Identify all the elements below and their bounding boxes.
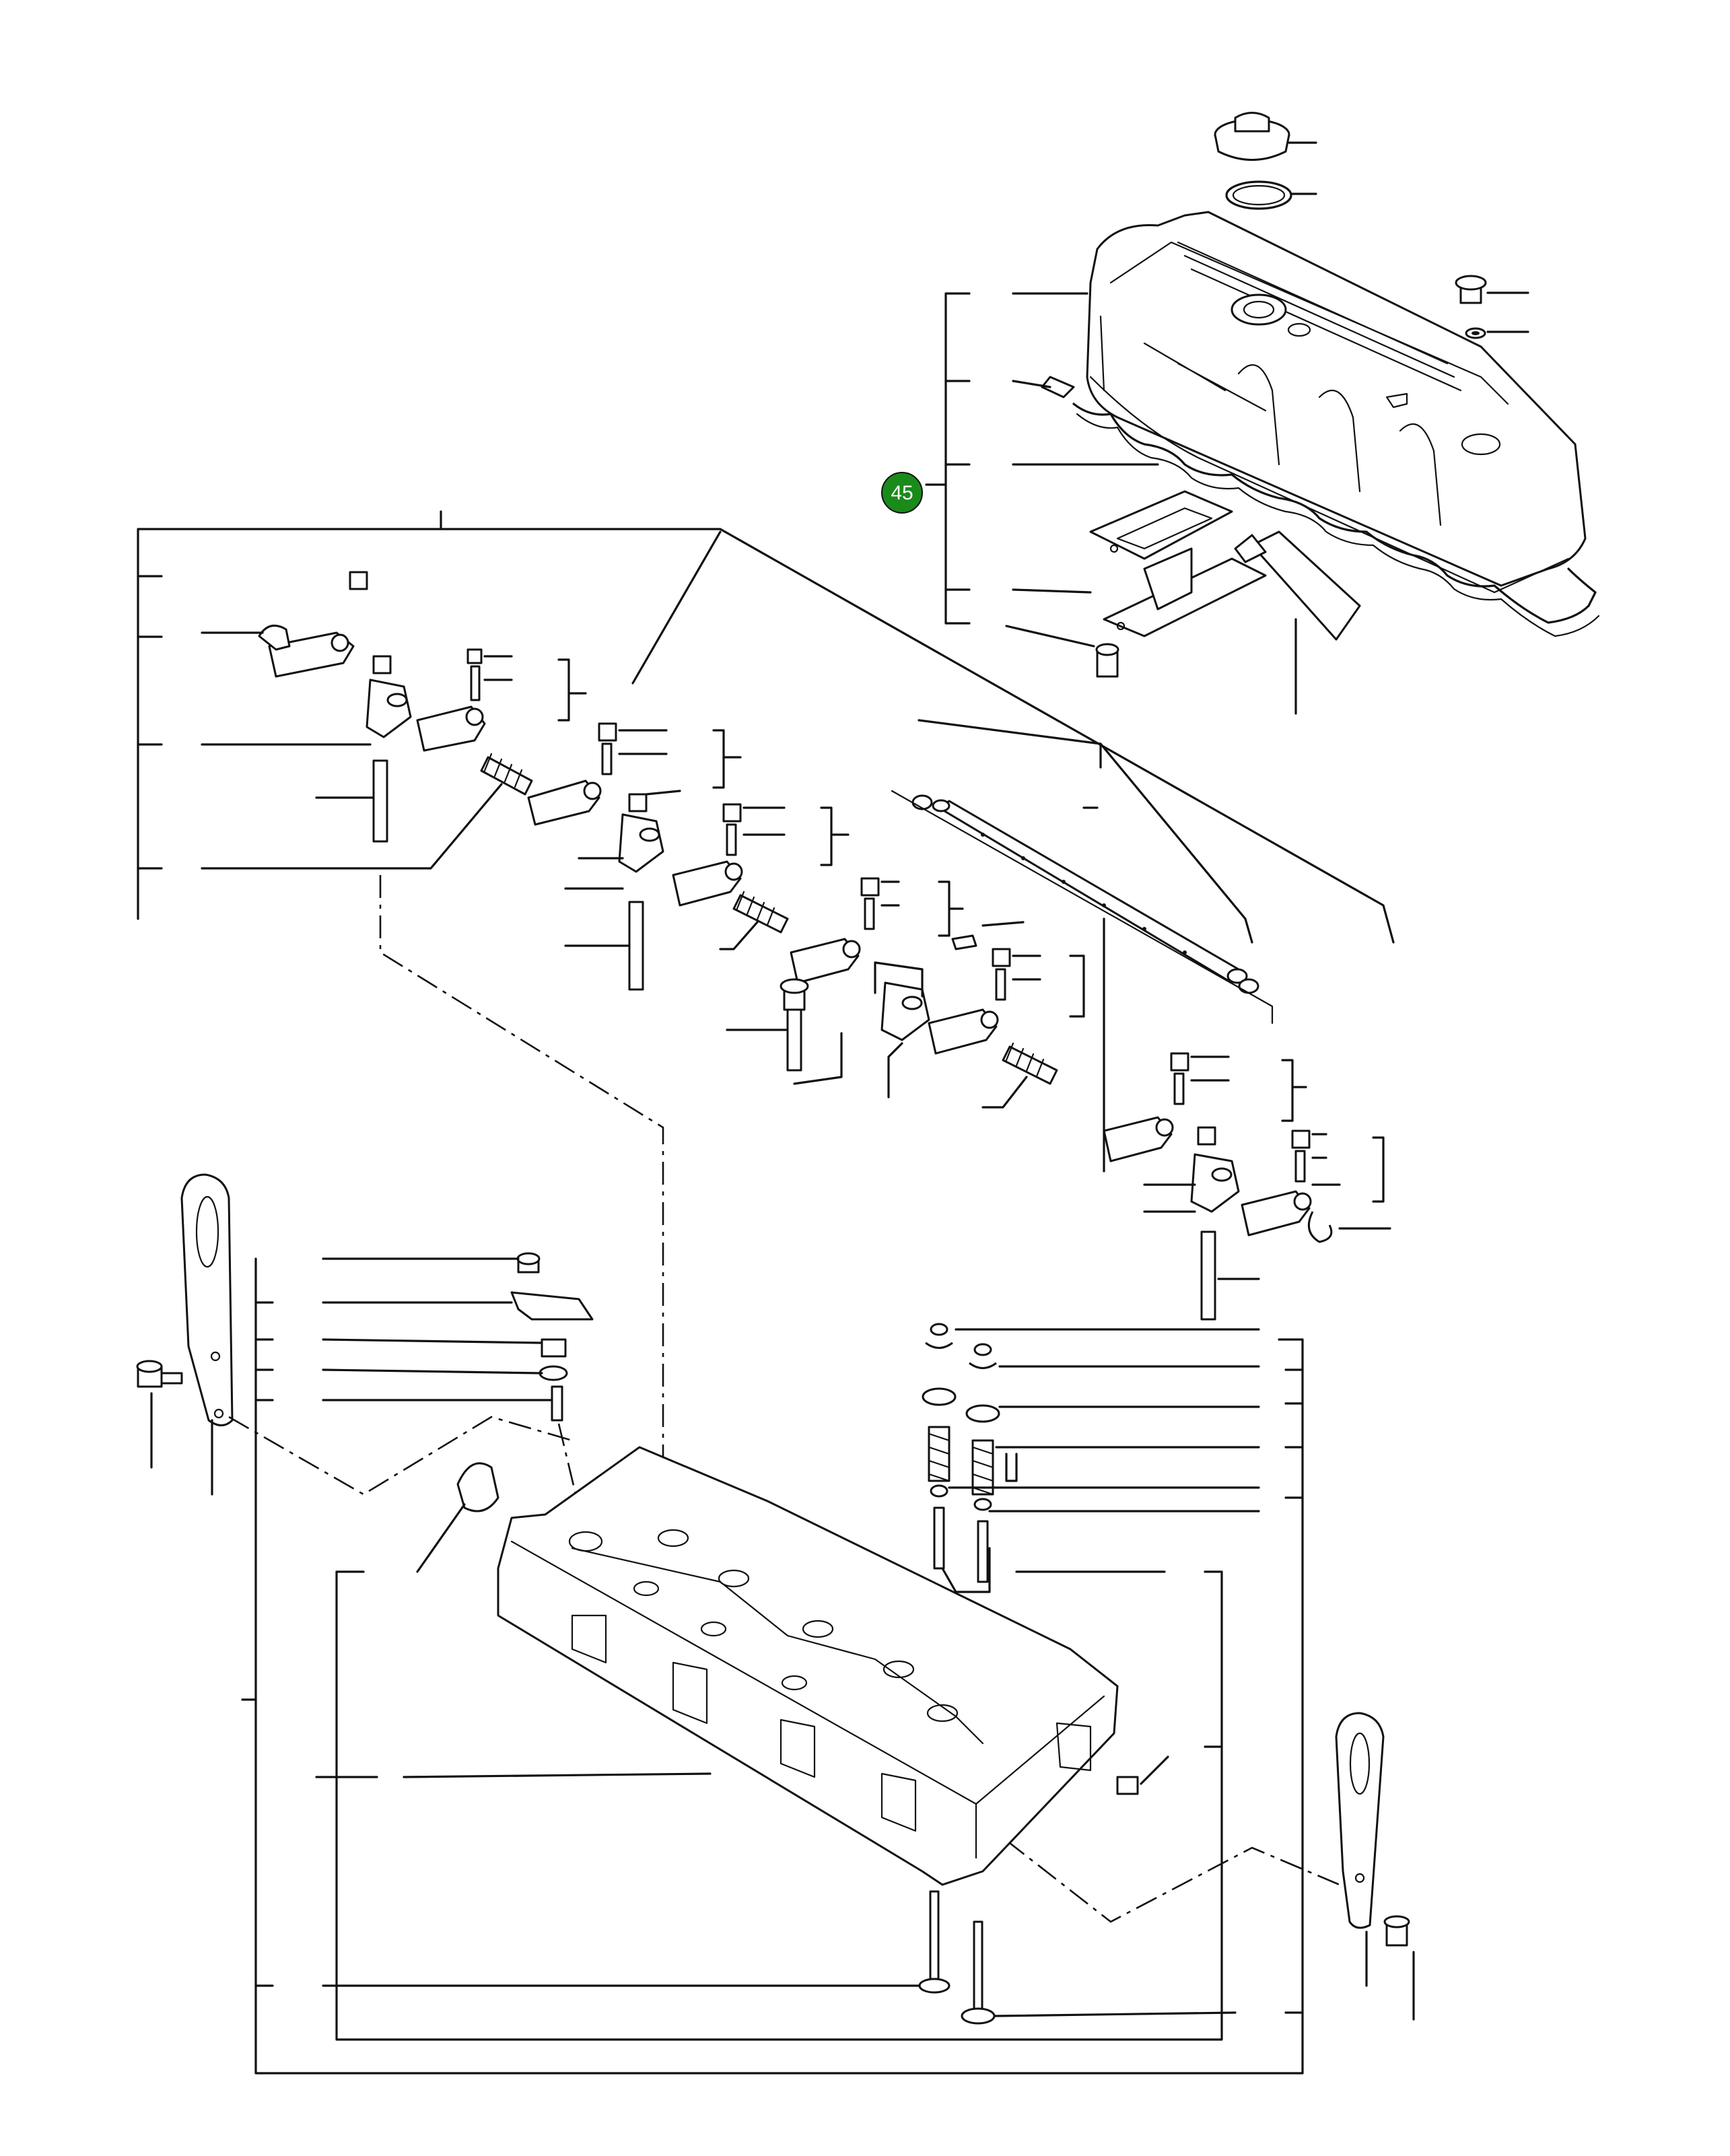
baffle-plate xyxy=(1103,547,1267,637)
centerline-3 xyxy=(942,1789,1340,1923)
rocker-cover-assembly xyxy=(925,112,1600,715)
o-ring xyxy=(1225,180,1317,210)
rocker-arm-3 xyxy=(527,722,742,826)
callout-badge[interactable]: 45 xyxy=(881,472,923,514)
rocker-assembly-outline xyxy=(137,528,1395,944)
rocker-bracket-2 xyxy=(564,790,681,991)
rocker-cover-gasket xyxy=(1072,403,1600,637)
snap-ring xyxy=(1307,1211,1391,1243)
rocker-arm-6 xyxy=(928,948,1085,1055)
cylinder-head-assembly xyxy=(136,875,1415,2075)
head-outer-frame xyxy=(254,1257,1304,2075)
rocker-arm-assembly xyxy=(137,510,1395,1321)
breather-plate xyxy=(1089,490,1233,560)
callout-label: 45 xyxy=(891,482,913,504)
lifting-eye-left xyxy=(136,1173,234,1496)
adjusting-screw xyxy=(951,921,1025,950)
rocker-arm-8 xyxy=(1241,1129,1385,1237)
cover-stud xyxy=(1041,376,1075,398)
callout-circle[interactable] xyxy=(881,472,923,514)
oil-filler-cap xyxy=(1214,112,1317,161)
valve-train-parts xyxy=(922,1323,1260,1593)
rocker-shaft xyxy=(891,719,1274,1173)
spring-3 xyxy=(981,1042,1058,1109)
centerline-1 xyxy=(379,875,664,1481)
rocker-bracket-3 xyxy=(874,961,930,1099)
head-bolt xyxy=(726,978,843,1085)
spring-2 xyxy=(719,891,789,950)
baffle-bolt xyxy=(1005,625,1119,678)
rocker-arm-2 xyxy=(416,648,587,752)
rocker-arm-4 xyxy=(672,803,850,907)
lifting-eye-right xyxy=(1335,1712,1415,2021)
centerline-2 xyxy=(228,1416,573,1496)
valve-intake xyxy=(322,1890,950,1994)
cylinder-head xyxy=(497,1446,1169,1886)
sealant-tube xyxy=(1234,530,1361,715)
rocker-arm-7 xyxy=(1103,1052,1307,1162)
cover-bolt xyxy=(1455,275,1529,339)
cover-assembly-bracket xyxy=(925,292,1159,625)
valve-exhaust xyxy=(961,1920,1237,2025)
spring-1 xyxy=(201,753,533,870)
rocker-arm-5 xyxy=(790,877,964,984)
head-inner-frame xyxy=(335,1570,1223,2041)
rocker-arm-1 xyxy=(201,571,412,843)
valve-cover-stud-parts xyxy=(322,1252,594,1422)
rocker-cover xyxy=(1086,211,1587,594)
expansion-plug xyxy=(416,1462,499,1573)
rocker-bracket-4 xyxy=(1143,1126,1260,1321)
